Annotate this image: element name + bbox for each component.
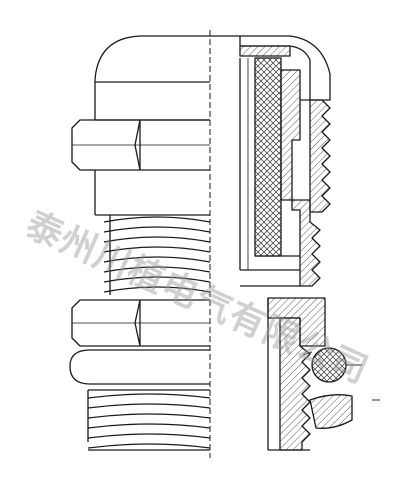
thread-band: [103, 215, 211, 295]
body-thread-section: [300, 99, 331, 213]
lower-stem-section: [279, 317, 311, 451]
sealing-ring: [69, 349, 210, 385]
bottom-thread: [87, 389, 211, 451]
section-view-right: [210, 35, 380, 451]
exterior-view-left: [69, 35, 211, 451]
cap-nut-dome: [94, 35, 210, 121]
mating-wall-section: [309, 394, 353, 429]
claw-element: [280, 69, 301, 201]
o-ring-section: [311, 347, 347, 383]
seal-insert: [254, 57, 282, 257]
